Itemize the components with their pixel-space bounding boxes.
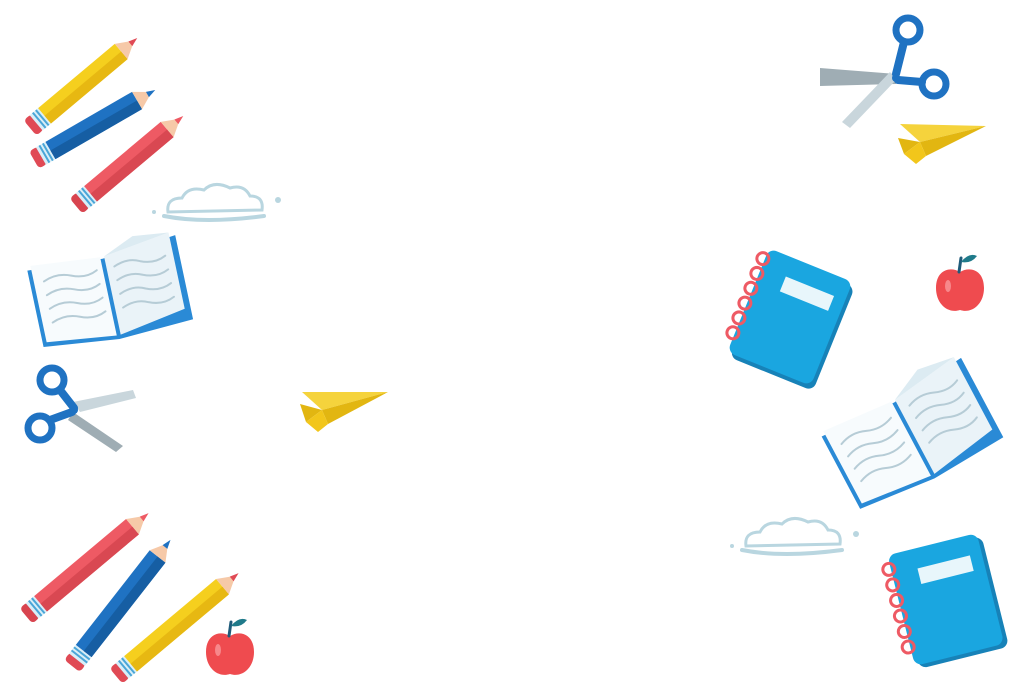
spiral-notebook-icon (881, 534, 1008, 668)
pencil-icon (25, 38, 184, 213)
apple-icon (936, 254, 984, 311)
spiral-notebook-icon (725, 250, 853, 389)
paper-plane-icon (898, 124, 986, 164)
scissors-icon (24, 364, 136, 452)
pencil-icon (21, 513, 239, 683)
cloud-icon (730, 517, 859, 556)
open-book-icon (27, 232, 194, 347)
open-book-icon (821, 357, 1004, 509)
scissors-icon (820, 14, 950, 128)
paper-plane-icon (300, 392, 388, 432)
cloud-icon (152, 183, 281, 222)
apple-icon (206, 618, 254, 675)
